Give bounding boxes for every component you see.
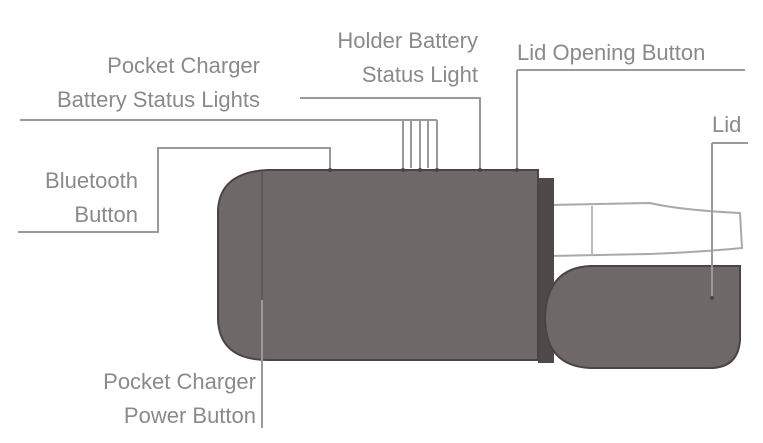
leader-lines	[18, 69, 748, 428]
label-holder-battery-status: Holder Battery Status Light	[300, 24, 478, 92]
indicator-dots	[328, 168, 714, 300]
label-pocket-charger-status-line1: Pocket Charger	[107, 53, 260, 78]
label-bluetooth-button: Bluetooth Button	[18, 164, 138, 232]
label-holder-battery-status-line1: Holder Battery	[337, 28, 478, 53]
leader-holder-status	[300, 97, 481, 168]
label-bluetooth-button-line1: Bluetooth	[45, 168, 138, 193]
label-bluetooth-button-line2: Button	[74, 202, 138, 227]
leader-status-lights	[20, 119, 404, 168]
label-lid-opening-button: Lid Opening Button	[517, 36, 705, 70]
label-pocket-charger-power-line2: Power Button	[123, 403, 256, 428]
label-pocket-charger-power: Pocket Charger Power Button	[60, 365, 256, 433]
lid-shape	[543, 265, 741, 369]
holder-stick	[549, 201, 744, 258]
label-pocket-charger-status-line2: Battery Status Lights	[57, 87, 260, 112]
label-pocket-charger-status: Pocket Charger Battery Status Lights	[20, 49, 260, 117]
label-lid: Lid	[712, 108, 741, 142]
label-holder-battery-status-line2: Status Light	[361, 62, 478, 87]
label-lid-line1: Lid	[712, 112, 742, 137]
pocket-charger-body	[217, 169, 539, 361]
label-lid-opening-button-line1: Lid Opening Button	[517, 40, 706, 65]
leader-bluetooth	[18, 147, 331, 233]
label-pocket-charger-power-line1: Pocket Charger	[103, 369, 256, 394]
